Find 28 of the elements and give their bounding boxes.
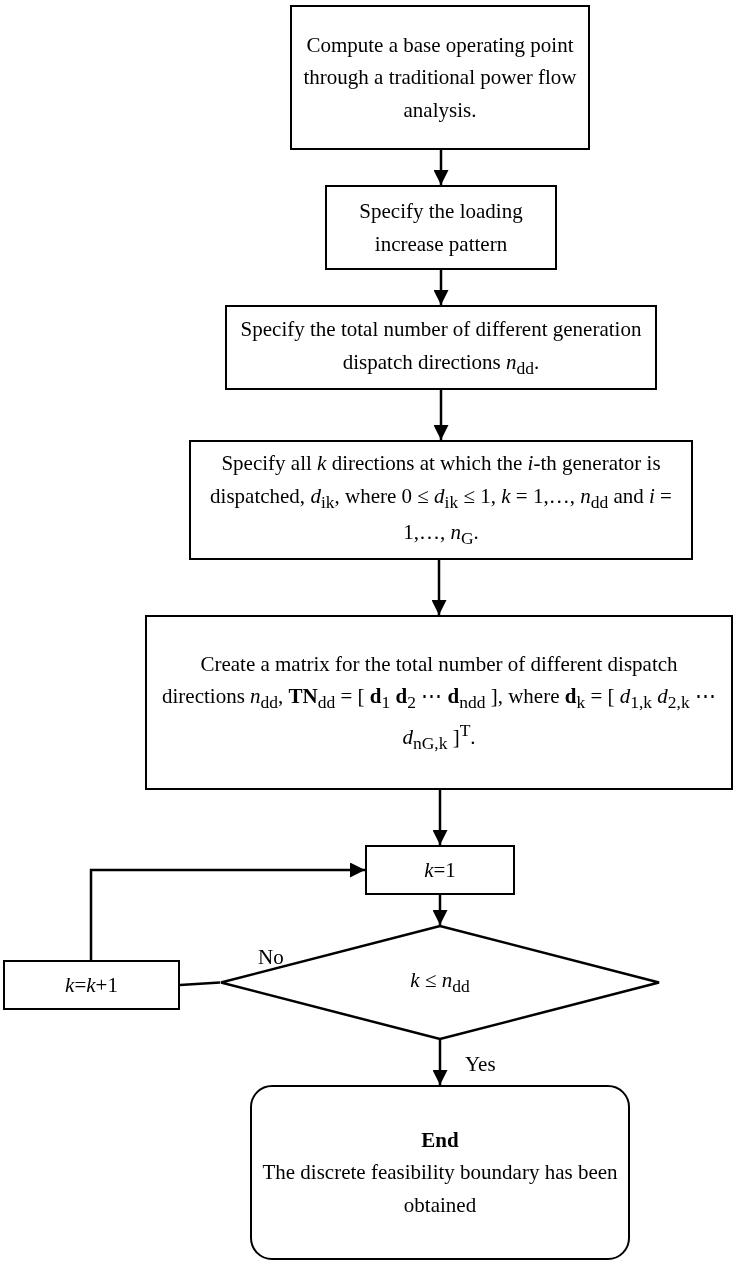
step-text: Specify all k directions at which the i-th generator is dispatched, d$_{ik}$, where 0 ≤ d$_{ik}$ ≤ 1, k = 1,…, n$_{dd}$ and i = 1,…, n$_{G}$. <box>209 450 673 551</box>
arrow <box>432 1040 448 1085</box>
step-text: The discrete feasibility boundary has been obtained <box>261 1159 619 1219</box>
step-text: k ≤ n$_{dd}$ <box>409 967 471 999</box>
process-box <box>189 440 693 560</box>
decision-diamond <box>220 925 660 1040</box>
arrow <box>89 862 365 962</box>
arrow <box>432 790 448 845</box>
arrow <box>433 270 449 305</box>
process-box <box>225 305 657 390</box>
process-box <box>325 185 557 270</box>
arrow <box>433 150 449 185</box>
step-text: Compute a base operating point through a traditional power flow analysis. <box>302 31 578 124</box>
step-text: Create a matrix for the total number of different dispatch directions n$_{dd}$, TN$_{dd}$ = [ d$_{1}$ d$_{2}$ ⋯ d$_{ndd}$ ], where d$_{k}$ = [ d$_{1,k}$ d$_{2,k}$ ⋯ d$_{nG,k}$ ]$^{T}$. <box>161 650 717 755</box>
arrow <box>432 895 448 925</box>
step-text: Specify the loading increase pattern <box>358 197 524 258</box>
process-box <box>145 615 733 790</box>
process-box <box>3 960 180 1010</box>
connector-line <box>179 981 221 987</box>
step-text: k=k+1 <box>64 971 119 999</box>
process-box <box>365 845 515 895</box>
step-text: Specify the total number of different generation dispatch directions n$_{dd}$. <box>239 316 643 380</box>
heading: End <box>420 1126 460 1154</box>
process-box <box>290 5 590 150</box>
step-text: k=1 <box>423 856 457 884</box>
arrow <box>433 390 449 440</box>
arrow <box>431 560 447 615</box>
terminal-box <box>250 1085 630 1260</box>
